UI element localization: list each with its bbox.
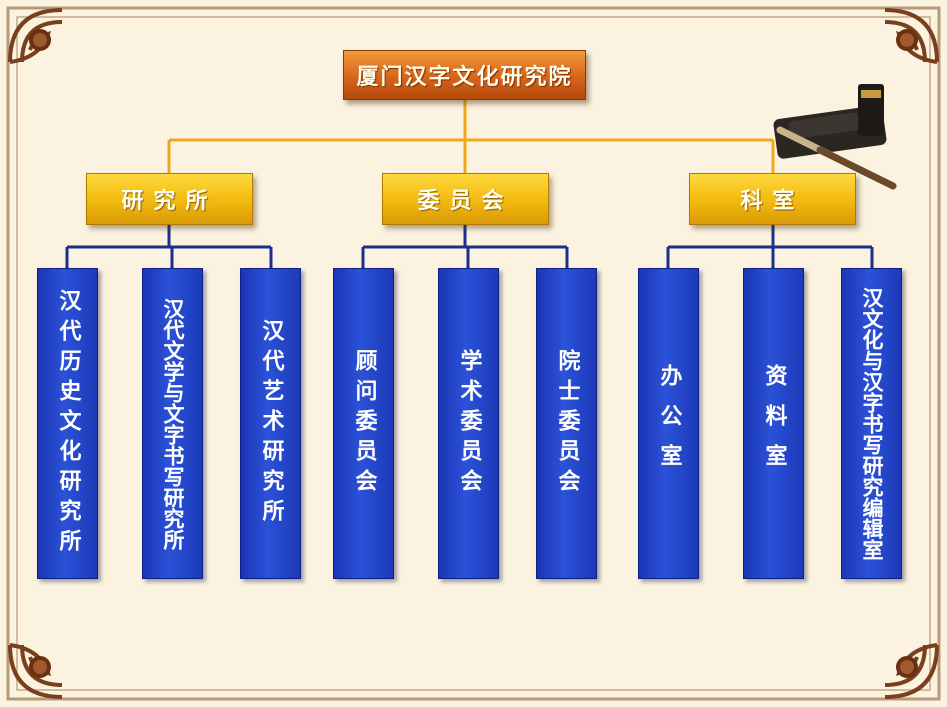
unit-node: 汉代艺术研究所 (240, 268, 301, 579)
unit-node: 汉代文学与文字书写研究所 (142, 268, 203, 579)
unit-label: 资料室 (761, 363, 787, 484)
unit-node: 汉文化与汉字书写研究编辑室 (841, 268, 902, 579)
unit-label: 汉代艺术研究所 (258, 318, 284, 529)
ornament-icon (8, 643, 63, 699)
unit-label: 院士委员会 (554, 348, 580, 499)
unit-label: 办公室 (656, 363, 682, 484)
unit-node: 办公室 (638, 268, 699, 579)
ornament-icon (884, 8, 939, 64)
root-node: 厦门汉字文化研究院 (343, 50, 586, 100)
ornament-icon (884, 643, 939, 699)
ornament-icon (8, 8, 63, 64)
unit-node: 学术委员会 (438, 268, 499, 579)
unit-label: 学术委员会 (456, 348, 482, 499)
group-node-research-institutes: 研究所 (86, 173, 253, 225)
unit-node: 汉代历史文化研究所 (37, 268, 98, 579)
unit-node: 顾问委员会 (333, 268, 394, 579)
group-node-committees: 委员会 (382, 173, 549, 225)
unit-label: 顾问委员会 (351, 348, 377, 499)
unit-node: 院士委员会 (536, 268, 597, 579)
unit-label: 汉文化与汉字书写研究编辑室 (860, 287, 884, 560)
unit-label: 汉代历史文化研究所 (55, 288, 81, 559)
group-node-departments: 科室 (689, 173, 856, 225)
group-label: 委员会 (417, 188, 514, 214)
root-label: 厦门汉字文化研究院 (356, 64, 573, 90)
unit-node: 资料室 (743, 268, 804, 579)
unit-label: 汉代文学与文字书写研究所 (161, 297, 185, 550)
group-label: 科室 (740, 188, 805, 214)
group-label: 研究所 (121, 188, 218, 214)
